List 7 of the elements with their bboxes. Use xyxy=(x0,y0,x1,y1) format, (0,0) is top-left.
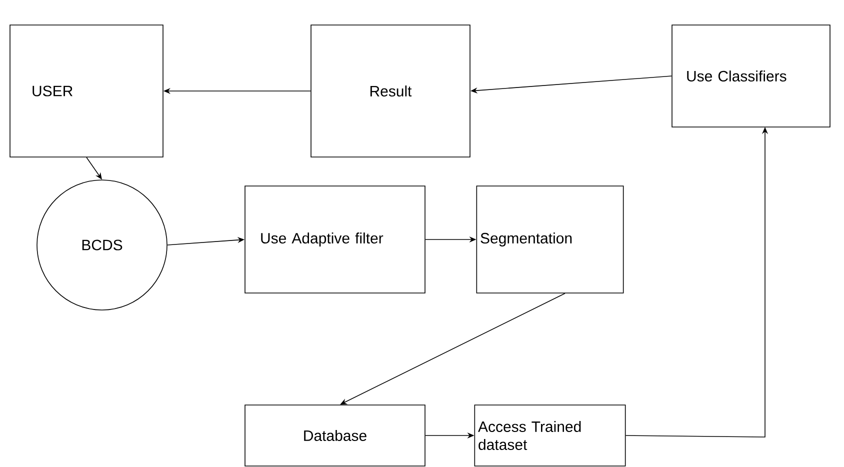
process-box: Database xyxy=(244,404,426,466)
process-box: Segmentation xyxy=(476,186,624,294)
process-box: Result xyxy=(310,24,470,158)
process-box: Access Trained dataset xyxy=(474,404,626,466)
process-box: USER xyxy=(10,24,164,158)
process-box: Use Adaptive filter xyxy=(244,186,426,294)
process-box: Use Classifiers xyxy=(672,24,830,128)
